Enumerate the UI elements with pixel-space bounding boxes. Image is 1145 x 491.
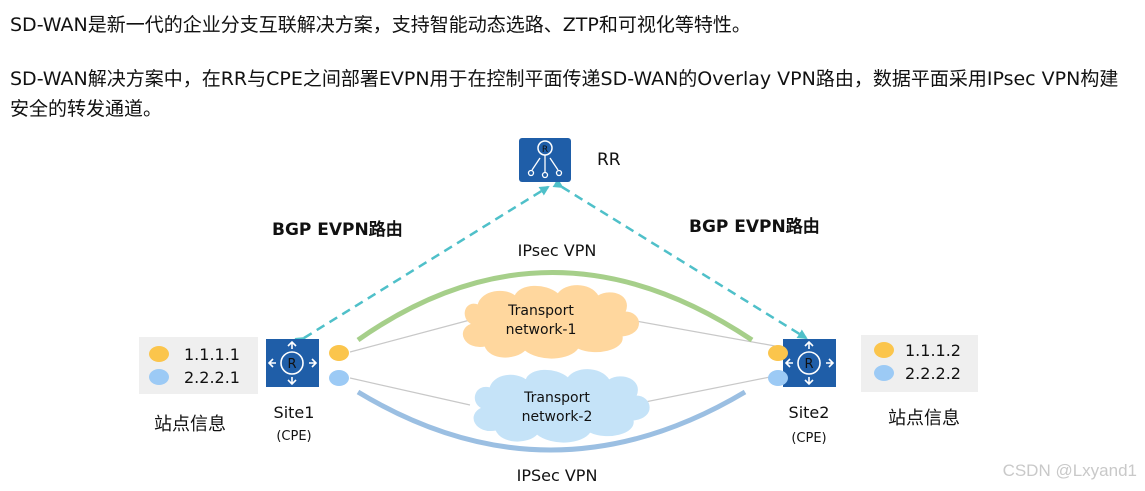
site1-yellow-dot-icon [329,345,349,361]
bgp-evpn-arrow-left [294,185,550,347]
bgp-evpn-label-right: BGP EVPN路由 [689,216,820,237]
site1-info-label: 站点信息 [154,414,226,435]
site1-info-box: 1.1.1.1 2.2.2.1 [139,337,258,394]
site1-addr1: 1.1.1.1 [184,345,240,364]
svg-text:R: R [804,357,813,372]
transport-network-1-label-line2: network-1 [506,322,577,338]
ipsec-vpn-tunnel-bottom [356,389,747,453]
transport-network-2-label-line2: network-2 [522,409,593,425]
site1-addr2: 2.2.2.1 [184,368,240,387]
site2-addr1: 1.1.1.2 [905,341,961,360]
transport-network-2-cloud [473,369,650,443]
svg-text:R: R [287,357,296,372]
site2-info-box: 1.1.1.2 2.2.2.2 [861,335,978,392]
transport-network-1-label-line1: Transport [507,303,574,319]
rr-router-icon: R [519,138,571,182]
ipsec-vpn-label-top: IPsec VPN [518,241,597,260]
site2-info-label: 站点信息 [888,408,960,429]
bgp-evpn-arrow-right [552,178,808,340]
site1-name: Site1 [274,403,315,422]
site2-router-icon: R [783,339,836,387]
site2-yellow-dot-icon [768,345,788,361]
watermark: CSDN @Lxyand1 [1002,461,1137,480]
intro-paragraph-1: SD-WAN是新一代的企业分支互联解决方案，支持智能动态选路、ZTP和可视化等特… [10,14,751,36]
site1-blue-dot-icon [329,370,349,386]
site1-role: (CPE) [276,429,311,444]
intro-paragraph-2: SD-WAN解决方案中，在RR与CPE之间部署EVPN用于在控制平面传递SD-W… [10,68,1119,120]
site2-name: Site2 [789,403,830,422]
transport-network-2-label-line1: Transport [523,390,590,406]
bgp-evpn-label-left: BGP EVPN路由 [272,219,403,240]
svg-text:R: R [542,145,548,155]
site2-role: (CPE) [791,431,826,446]
rr-label: RR [597,150,621,170]
site2-addr2: 2.2.2.2 [905,364,961,383]
site2-blue-dot-icon [768,370,788,386]
ipsec-vpn-label-bottom: IPSec VPN [517,466,598,485]
site1-router-icon: R [266,339,319,387]
